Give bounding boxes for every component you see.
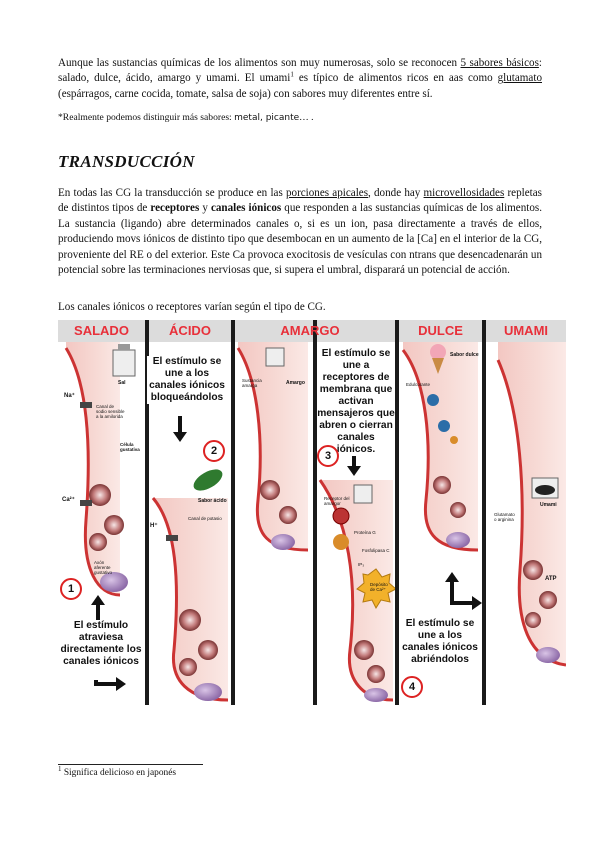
- label-fosfolipasa: Fosfolipasa C: [362, 548, 390, 553]
- para-text: , donde hay: [368, 187, 424, 199]
- label-ip3: IP₃: [358, 562, 365, 567]
- step-number-3: 3: [317, 445, 339, 467]
- step-number-2: 2: [203, 440, 225, 462]
- label-atp: ATP: [545, 576, 557, 582]
- label-salado-channel: Canal de sodio sensible a la amilorida: [96, 404, 125, 419]
- flavors-note: *Realmente podemos distinguir más sabore…: [58, 112, 314, 123]
- label-sustancia-amarga: Sustancia amarga: [242, 378, 262, 388]
- glutamato-term: glutamato: [497, 72, 542, 85]
- flow-arrows: [91, 416, 482, 691]
- footnote-ref: 1: [290, 70, 294, 79]
- section-title: TRANSDUCCIÓN: [58, 152, 195, 171]
- label-edulcorante: Edulcorante: [406, 382, 431, 387]
- label-amargo: Amargo: [286, 380, 305, 386]
- footnote: 1 Significa delicioso en japonés: [58, 764, 177, 778]
- note-text: *Realmente podemos distinguir más sabore…: [58, 112, 235, 123]
- receptors-paragraph: Los canales iónicos o receptores varían …: [58, 301, 326, 313]
- label-glutamato: Glutamato o arginina: [494, 512, 515, 522]
- salado-description: El estímulo atraviesa directamente los c…: [60, 620, 142, 668]
- intro-paragraph: Aunque las sustancias químicas de los al…: [58, 56, 542, 102]
- label-celula-salado: Célula gustativa: [120, 442, 140, 452]
- label-sabor-acido: Sabor ácido: [198, 498, 227, 504]
- column-divider: [145, 320, 149, 705]
- dulce-cell: [401, 342, 479, 552]
- umami-cell: [496, 342, 566, 667]
- note-examples: metal, picante: [234, 113, 300, 123]
- label-axon-salado: Axón aferente gustativo: [94, 560, 113, 575]
- header-umami: UMAMI: [503, 323, 549, 338]
- label-receptor: Receptor del amargor: [324, 496, 350, 506]
- salado-cell: [64, 342, 136, 597]
- footnote-number: 1: [58, 764, 62, 773]
- para-text: repletas de distintos tipos de: [58, 187, 542, 215]
- amargo-cell-upper: [236, 342, 309, 552]
- intro-text: (espárragos, carne cocida, tomate, salsa…: [58, 87, 433, 100]
- label-sal: Sal: [118, 380, 126, 386]
- para-text: que responden a las sustancias químicas …: [58, 202, 543, 277]
- para-text: En todas las CG la transducción se produ…: [58, 187, 286, 199]
- para-text: y: [199, 202, 211, 215]
- column-divider: [231, 320, 235, 705]
- label-sabor-dulce: Sabor dulce: [450, 352, 479, 358]
- intro-text: es típico de alimentos ricos en aas como: [293, 72, 498, 85]
- label-canal-potasio: Canal de potasio: [188, 516, 222, 521]
- note-tail: … .: [299, 112, 314, 123]
- amargo-cell-lower: [318, 479, 397, 702]
- label-ca-salado: Ca²⁺: [62, 497, 75, 503]
- apical-term: porciones apicales: [285, 187, 369, 199]
- intro-text: Aunque las sustancias químicas de los al…: [58, 57, 461, 69]
- acido-cell: [151, 469, 229, 702]
- five-flavors-term: 5 sabores básicos: [460, 57, 539, 69]
- label-h: H⁺: [150, 523, 158, 529]
- label-na: Na⁺: [64, 393, 75, 399]
- microvilli-term: microvellosidades: [423, 187, 505, 199]
- amargo-description: El estímulo se une a receptores de membr…: [317, 348, 395, 456]
- transduction-paragraph: En todas las CG la transducción se produ…: [58, 186, 542, 278]
- label-umami: Umami: [540, 502, 557, 508]
- step-number-4: 4: [401, 676, 423, 698]
- footnote-separator: [58, 764, 203, 765]
- intro-text: : salado, dulce, ácido, amargo y umami. …: [58, 57, 542, 85]
- column-divider: [395, 320, 399, 705]
- column-divider: [313, 320, 317, 705]
- label-deposito: Depósito de Ca²⁺: [370, 582, 388, 592]
- acido-description: El estímulo se une a los canales iónicos…: [147, 356, 227, 404]
- header-amargo: AMARGO: [280, 323, 340, 338]
- header-acido: ÁCIDO: [169, 323, 211, 338]
- header-dulce: DULCE: [418, 323, 463, 338]
- label-proteina-g: Proteína G: [354, 530, 376, 535]
- receptors-term: receptores: [150, 202, 200, 215]
- step-number-1: 1: [60, 578, 82, 600]
- header-salado: SALADO: [74, 323, 129, 338]
- header-band: [58, 320, 566, 342]
- dulce-description: El estímulo se une a los canales iónicos…: [399, 618, 481, 666]
- column-divider: [482, 320, 486, 705]
- figure-artwork: [58, 320, 566, 702]
- ion-channels-term: canales iónicos: [210, 202, 282, 215]
- taste-transduction-figure: SALADO ÁCIDO AMARGO DULCE UMAMI El estím…: [58, 320, 566, 705]
- footnote-text: Significa delicioso en japonés: [61, 768, 177, 778]
